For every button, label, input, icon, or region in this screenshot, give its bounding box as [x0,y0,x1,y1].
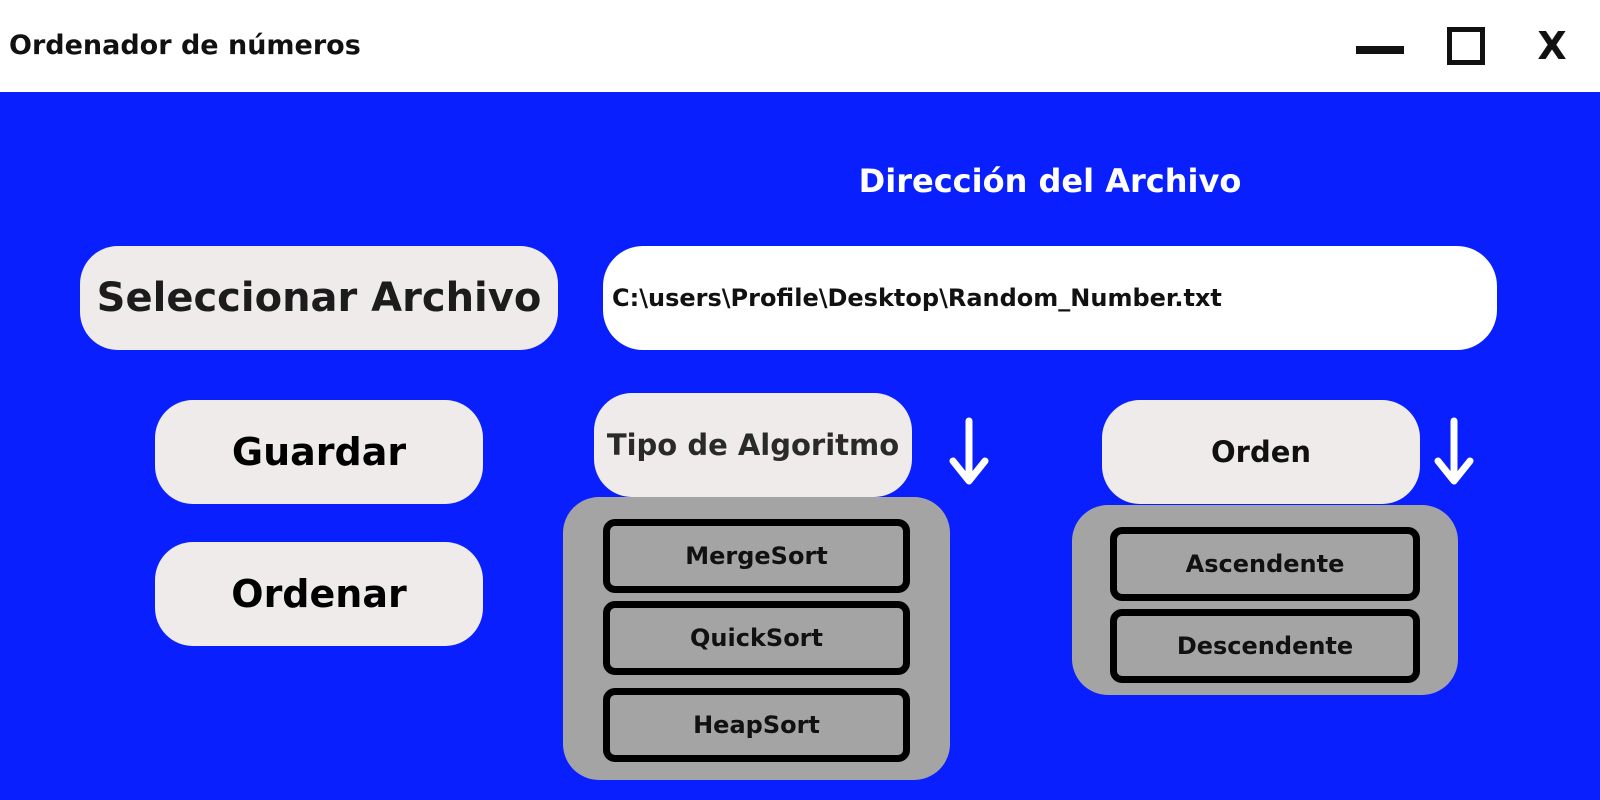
algorithm-option-heapsort[interactable]: HeapSort [603,688,910,762]
order-dropdown-header[interactable]: Orden [1102,400,1420,504]
algorithm-option-quicksort[interactable]: QuickSort [603,601,910,675]
minimize-icon [1356,46,1404,54]
minimize-button[interactable] [1352,20,1408,72]
close-button[interactable]: X [1524,20,1580,72]
maximize-button[interactable] [1438,20,1494,72]
algorithm-options-list: MergeSort QuickSort HeapSort [563,497,950,780]
arrow-down-icon[interactable] [949,417,989,487]
maximize-icon [1447,27,1485,65]
app-title: Ordenador de números [9,30,361,61]
arrow-down-icon[interactable] [1434,417,1474,487]
select-file-button[interactable]: Seleccionar Archivo [80,246,558,350]
order-options-list: Ascendente Descendente [1072,505,1458,695]
algorithm-option-mergesort[interactable]: MergeSort [603,519,910,593]
file-path-field[interactable]: C:\users\Profile\Desktop\Random_Number.t… [603,246,1497,350]
order-option-descending[interactable]: Descendente [1110,609,1420,683]
algorithm-dropdown-header[interactable]: Tipo de Algoritmo [594,393,912,497]
file-path-heading: Dirección del Archivo [858,162,1242,200]
save-button[interactable]: Guardar [155,400,483,504]
main-panel: Dirección del Archivo Seleccionar Archiv… [0,92,1600,800]
close-icon: X [1537,24,1567,68]
order-option-ascending[interactable]: Ascendente [1110,527,1420,601]
title-bar: Ordenador de números X [0,0,1600,92]
sort-button[interactable]: Ordenar [155,542,483,646]
